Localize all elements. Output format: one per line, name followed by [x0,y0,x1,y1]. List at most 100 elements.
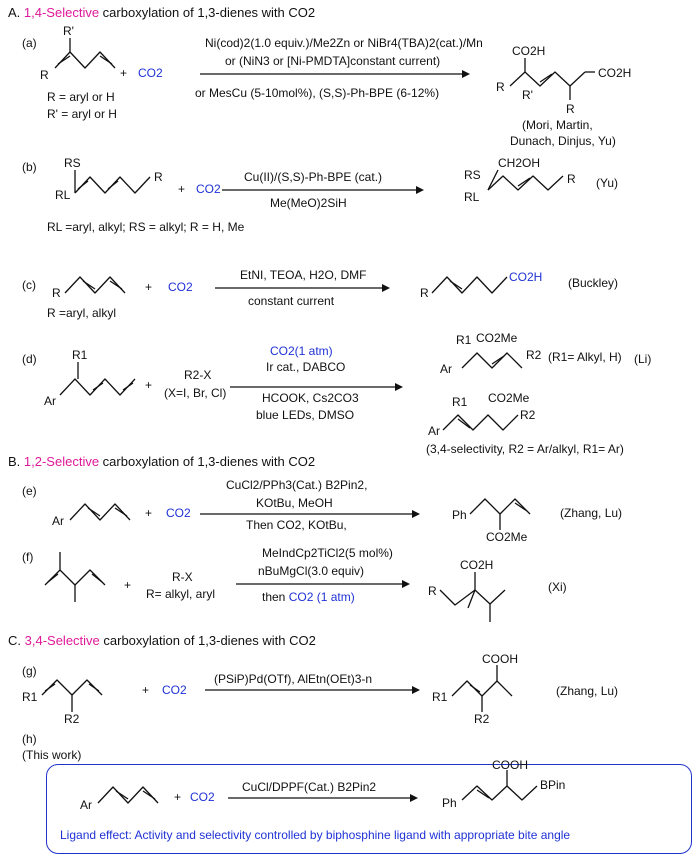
conditions-e-1: CuCl2/PPh3(Cat.) B2Pin2, [226,478,368,492]
substituent-ar-h: Ar [80,798,92,812]
substituent-r-b: R [154,170,163,184]
conditions-c-2: constant current [248,294,335,308]
ref-b: (Yu) [596,176,619,190]
label-f: (f) [22,550,34,564]
product-f-r: R [428,584,437,598]
conditions-g-1: (PSiP)Pd(OTf), AlEtn(OEt)3-n [214,672,373,686]
product-b-skeleton [487,175,564,191]
ref-c: (Buckley) [568,276,619,290]
product-h-ph: Ph [442,796,457,810]
diene-h-skeleton [97,786,159,804]
product-b-ch2oh-bond [487,169,499,191]
conditions-a-2: or (NiN3 or [Ni-PMDTA]constant current) [225,54,441,68]
reagent-rx-f: R-X [172,570,193,584]
product-f-methyl-2 [467,589,476,609]
product-c-skeleton [431,276,508,294]
diene-g-double-bond [44,683,56,692]
product-d1-co2me: CO2Me [476,331,518,345]
product-b-double-bond [517,177,531,187]
conditions-f-3-prefix: then [262,590,289,604]
label-d: (d) [22,352,37,366]
product-a-r-left: R [496,80,505,94]
product-b-rl: RL [464,190,480,204]
diene-a-skeleton [54,51,116,69]
label-h: (h) [22,732,37,746]
conditions-h-1: CuCl/DPPF(Cat.) B2Pin2 [242,780,377,794]
product-d1-note: (R1= Alkyl, H) [548,350,622,364]
substituent-r-a: R [40,68,49,82]
co2-e: CO2 [166,506,191,520]
product-a-double-bond [539,73,553,83]
substituent-ar-d: Ar [44,394,56,408]
section-b-highlight: 1,2-Selective [23,454,100,469]
label-b: (b) [22,160,37,174]
product-g-double-bond [469,684,481,693]
substituent-r1-g: R1 [22,690,38,704]
conditions-a-3: or MesCu (5-10mol%), (S,S)-Ph-BPE (6-12%… [195,86,440,100]
conditions-c-1: EtNI, TEOA, H2O, DMF [240,268,367,282]
reagent-r-def-f: R= alkyl, aryl [146,587,216,601]
diene-a-double-bond-2 [99,55,113,65]
arrowhead-g [412,686,420,694]
diene-b-double-bond-2 [107,180,119,190]
arrowhead-d [395,383,403,391]
plus-a: + [120,66,128,80]
diene-d-double-bond [92,382,104,391]
arrowhead-h [410,794,418,802]
conditions-d-4: blue LEDs, DMSO [256,408,355,422]
this-work-box [46,764,692,854]
conditions-f-1: MeIndCp2TiCl2(5 mol%) [262,546,393,560]
substituent-r1-d: R1 [72,348,88,362]
substituent-r2-g: R2 [64,712,80,726]
product-a-rprime: R' [522,88,533,102]
conditions-d-3: HCOOK, Cs2CO3 [262,391,359,405]
product-g-cooh: COOH [482,652,518,666]
isoprene-f-double-bond-2 [91,573,103,583]
section-a-title: A. 1,4-Selective carboxylation of 1,3-di… [8,6,315,20]
product-d1-r1: R1 [456,333,472,347]
diene-c-double-bond-2 [109,280,123,290]
isoprene-f-double-bond [47,573,59,583]
section-c-suffix: carboxylation of 1,3-dienes with CO2 [99,633,316,648]
plus-h: + [174,790,182,804]
conditions-d-2: Ir cat., DABCO [266,360,346,374]
product-a-skeleton [509,71,586,87]
product-d2-r1: R1 [452,395,468,409]
product-e-co2me: CO2Me [486,530,528,544]
substituent-rprime-a: R' [63,24,74,38]
section-a-suffix: carboxylation of 1,3-dienes with CO2 [99,5,316,20]
product-h-skeleton [461,785,538,801]
product-g-skeleton [451,680,513,697]
diene-c-double-bond [82,280,96,290]
product-a-co2h-1: CO2H [512,44,546,58]
product-a-co2h-2: CO2H [598,66,632,80]
conditions-b-2: Me(MeO)2SiH [270,196,347,210]
co2-a: CO2 [138,66,163,80]
diene-d-double-bond-2 [122,382,134,391]
product-d2-ar: Ar [428,424,440,438]
product-d2-co2me: CO2Me [488,391,530,405]
product-h-double-bond [476,789,490,799]
product-d2-r2: R2 [520,408,536,422]
co2-g: CO2 [162,683,187,697]
co2-h: CO2 [190,790,215,804]
diene-e-double-bond [87,507,101,517]
section-b-suffix: carboxylation of 1,3-dienes with CO2 [99,454,316,469]
arrowhead-f [402,580,410,588]
substituent-r-c: R [52,286,61,300]
definition-b: RL =aryl, alkyl; RS = alkyl; R = H, Me [47,220,245,234]
product-f-co2h: CO2H [460,558,494,572]
co2-b: CO2 [196,182,221,196]
diene-h-double-bond-2 [142,790,156,800]
refs-a-1: (Mori, Martin, [522,118,593,132]
reagent-x-def-d: (X=I, Br, Cl) [164,386,227,400]
product-d2-double-bond [457,418,471,429]
conditions-e-2: KOtBu, MeOH [256,496,333,510]
section-c-highlight: 3,4-Selective [24,633,100,648]
conditions-f-3: then CO2 (1 atm) [262,590,355,604]
ref-g: (Zhang, Lu) [556,684,619,698]
co2-c: CO2 [168,280,193,294]
product-e-double-bond [514,502,528,512]
plus-d: + [145,378,153,392]
